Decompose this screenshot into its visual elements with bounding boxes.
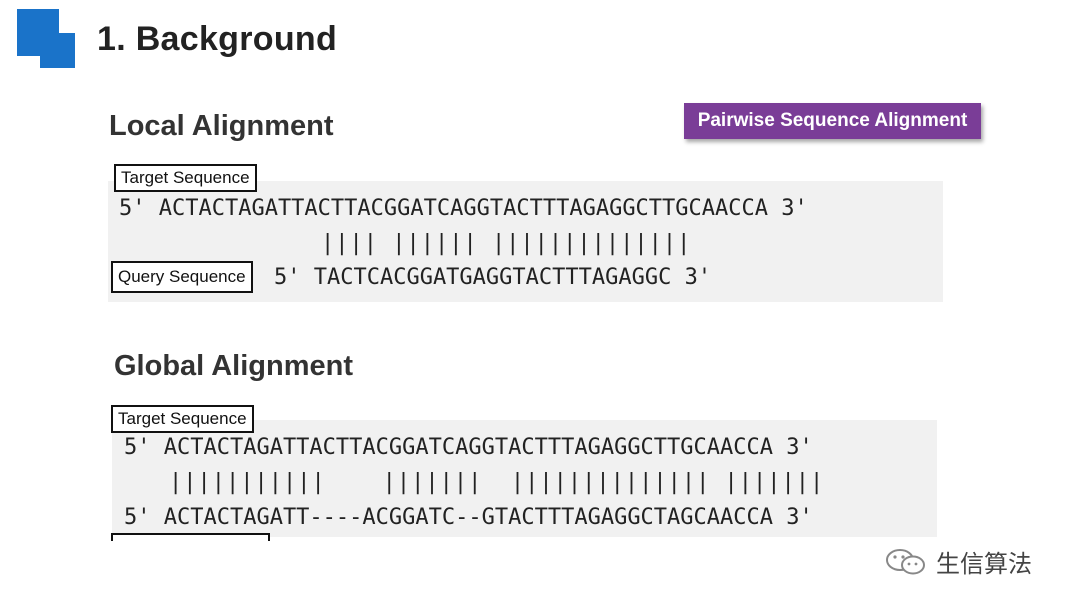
global-alignment-panel [112, 420, 937, 537]
global-match-bars: ||||||||||| ||||||| |||||||||||||| |||||… [169, 470, 825, 495]
global-query-label-edge [111, 533, 270, 541]
global-query-sequence: 5' ACTACTAGATT----ACGGATC--GTACTTTAGAGGC… [124, 505, 813, 530]
local-query-sequence: 5' TACTCACGGATGAGGTACTTTAGAGGC 3' [274, 265, 712, 290]
local-query-label: Query Sequence [111, 261, 253, 293]
global-target-sequence: 5' ACTACTAGATTACTTACGGATCAGGTACTTTAGAGGC… [124, 435, 813, 460]
slide-title: 1. Background [97, 20, 338, 58]
local-target-sequence: 5' ACTACTAGATTACTTACGGATCAGGTACTTTAGAGGC… [119, 196, 808, 221]
local-target-label: Target Sequence [114, 164, 257, 192]
logo-square-small [40, 33, 75, 68]
watermark-text: 生信算法 [936, 551, 1032, 578]
local-match-bars: |||| |||||| |||||||||||||| [321, 231, 692, 256]
global-target-label: Target Sequence [111, 405, 254, 433]
wechat-icon [886, 548, 925, 574]
global-alignment-title: Global Alignment [114, 350, 353, 382]
pairwise-alignment-badge: Pairwise Sequence Alignment [684, 103, 981, 139]
local-alignment-title: Local Alignment [109, 110, 334, 142]
wechat-watermark: 生信算法 [884, 544, 1032, 579]
